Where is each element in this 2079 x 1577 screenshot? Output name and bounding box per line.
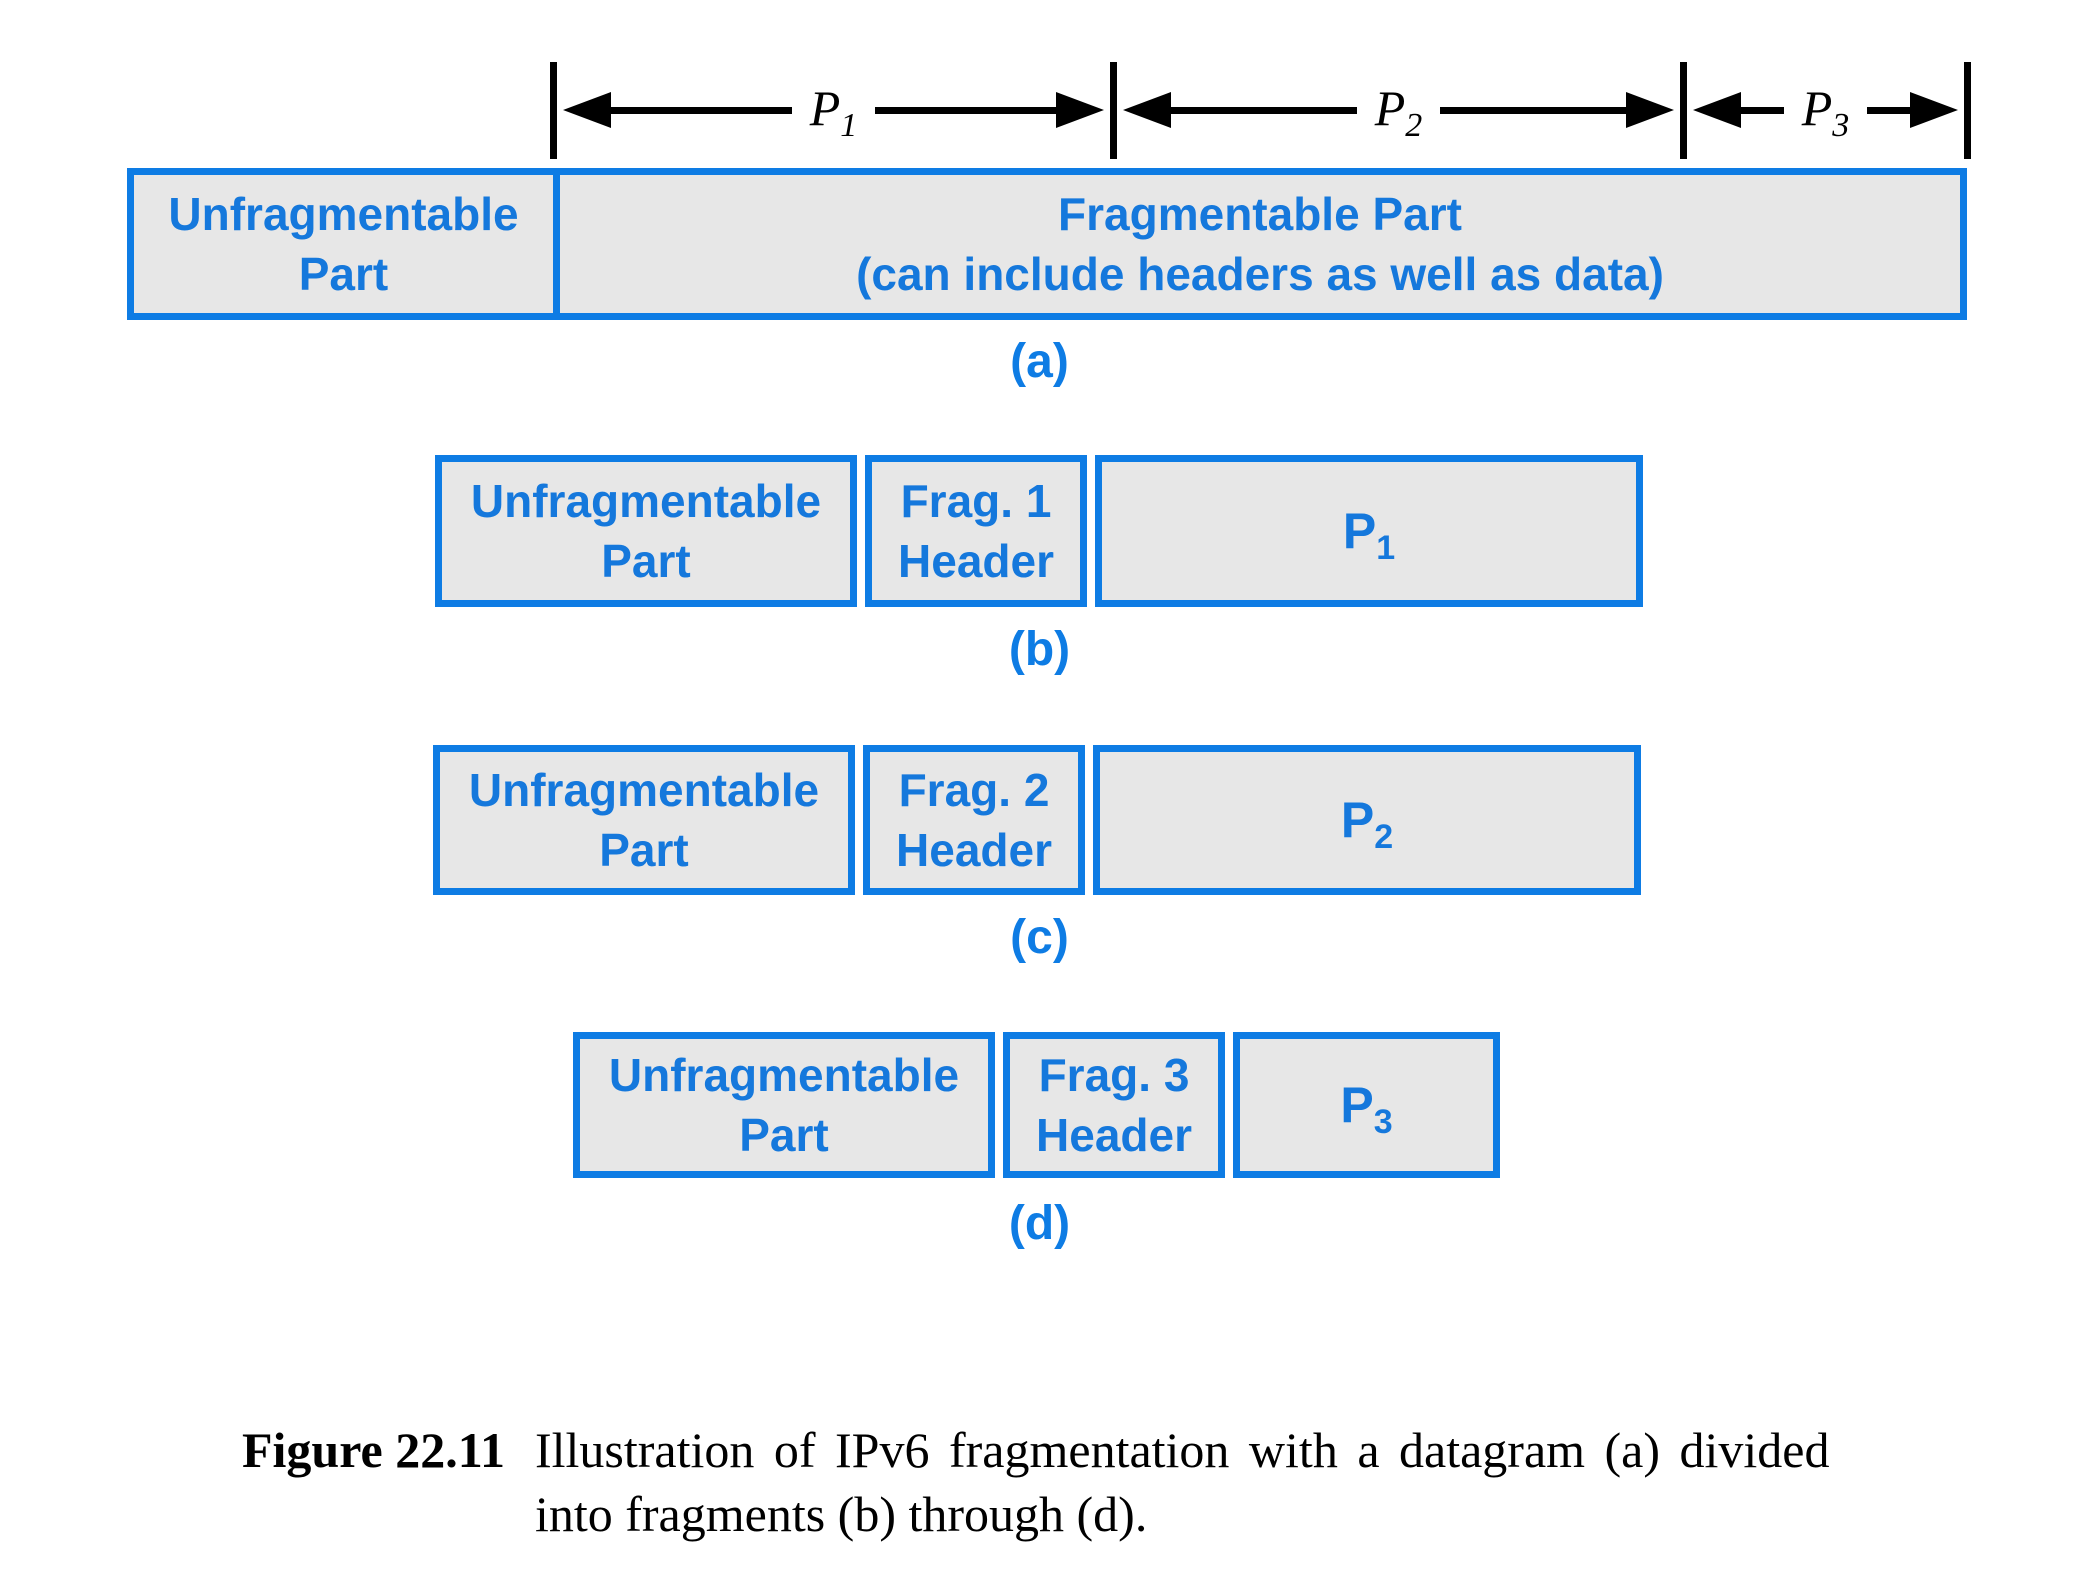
cell-text-line: Unfragmentable [468, 764, 820, 816]
payload-cell: P3 [1233, 1032, 1500, 1178]
frag-header-cell: Frag. 1 Header [865, 455, 1087, 607]
cell-text-line: (can include headers as well as data) [856, 248, 1664, 300]
frag-header-cell: Frag. 3 Header [1003, 1032, 1225, 1178]
cell-text-line: Part [298, 248, 389, 300]
arrowhead-right-icon [1626, 92, 1675, 128]
cell-text-line: Frag. 3 [1038, 1049, 1190, 1101]
cell-text-line: Frag. 2 [898, 764, 1050, 816]
arrowhead-right-icon [1910, 92, 1959, 128]
cell-text-line: Unfragmentable [470, 475, 822, 527]
payload-label: P1 [1342, 503, 1396, 567]
span-arrow-p1: P1 [563, 80, 1105, 144]
arrow-line [611, 106, 792, 114]
cell-text-line: Part [599, 824, 689, 876]
arrow-line [1867, 106, 1911, 114]
span-label-p1: P1 [809, 80, 858, 144]
fragment-d-box: Unfragmentable Part Frag. 3 Header P3 [573, 1032, 1500, 1178]
cell-text-line: Frag. 1 [900, 475, 1052, 527]
arrowhead-left-icon [563, 92, 611, 128]
fragmentable-part-cell: Fragmentable Part (can include headers a… [553, 175, 1960, 313]
arrow-line [1171, 106, 1357, 114]
unfragmentable-part-cell: Unfragmentable Part [433, 745, 855, 895]
unfragmentable-part-cell: Unfragmentable Part [573, 1032, 995, 1178]
subfigure-label-c: (c) [1010, 911, 1069, 964]
span-arrow-p2: P2 [1123, 80, 1675, 144]
span-label-p2: P2 [1374, 80, 1423, 144]
arrowhead-left-icon [1693, 92, 1741, 128]
cell-text-line: Part [601, 535, 691, 587]
subfigure-label-d: (d) [1008, 1197, 1071, 1250]
ruler-tick-1 [550, 62, 557, 159]
arrow-line [1741, 106, 1784, 114]
caption-line-2: into fragments (b) through (d). [534, 1486, 1148, 1542]
arrowhead-left-icon [1123, 92, 1171, 128]
payload-label: P2 [1340, 792, 1394, 856]
cell-text-line: Unfragmentable [608, 1049, 960, 1101]
cell-text-line: Unfragmentable [168, 188, 519, 240]
unfragmentable-part-cell: Unfragmentable Part [435, 455, 857, 607]
datagram-a-box: Unfragmentable Part Fragmentable Part (c… [127, 168, 1967, 320]
ruler-tick-3 [1680, 62, 1687, 159]
subfigure-label-b: (b) [1008, 623, 1071, 676]
cell-text-line: Header [896, 824, 1052, 876]
payload-cell: P1 [1095, 455, 1643, 607]
caption-text: Illustration of IPv6 fragmentation with … [535, 1418, 1830, 1546]
unfragmentable-part-cell: Unfragmentable Part [134, 175, 553, 313]
ruler-tick-4 [1964, 62, 1971, 159]
subfigure-label-a: (a) [1010, 335, 1069, 388]
fragment-b-box: Unfragmentable Part Frag. 1 Header P1 [435, 455, 1643, 607]
payload-cell: P2 [1093, 745, 1641, 895]
cell-text-line: Fragmentable Part [1058, 188, 1462, 240]
span-arrow-p3: P3 [1693, 80, 1959, 144]
cell-text-line: Part [739, 1109, 829, 1161]
figure-caption: Figure 22.11 Illustration of IPv6 fragme… [242, 1418, 1830, 1546]
frag-header-cell: Frag. 2 Header [863, 745, 1085, 895]
cell-text-line: Header [898, 535, 1054, 587]
arrow-line [1440, 106, 1627, 114]
caption-line-1: Illustration of IPv6 fragmentation with … [534, 1422, 1830, 1478]
span-label-p3: P3 [1801, 80, 1850, 144]
figure-number: Figure 22.11 [242, 1422, 505, 1478]
payload-label: P3 [1340, 1077, 1393, 1141]
arrow-line [875, 106, 1057, 114]
cell-text-line: Header [1036, 1109, 1192, 1161]
fragment-c-box: Unfragmentable Part Frag. 2 Header P2 [433, 745, 1641, 895]
ruler-tick-2 [1110, 62, 1117, 159]
arrowhead-right-icon [1056, 92, 1105, 128]
